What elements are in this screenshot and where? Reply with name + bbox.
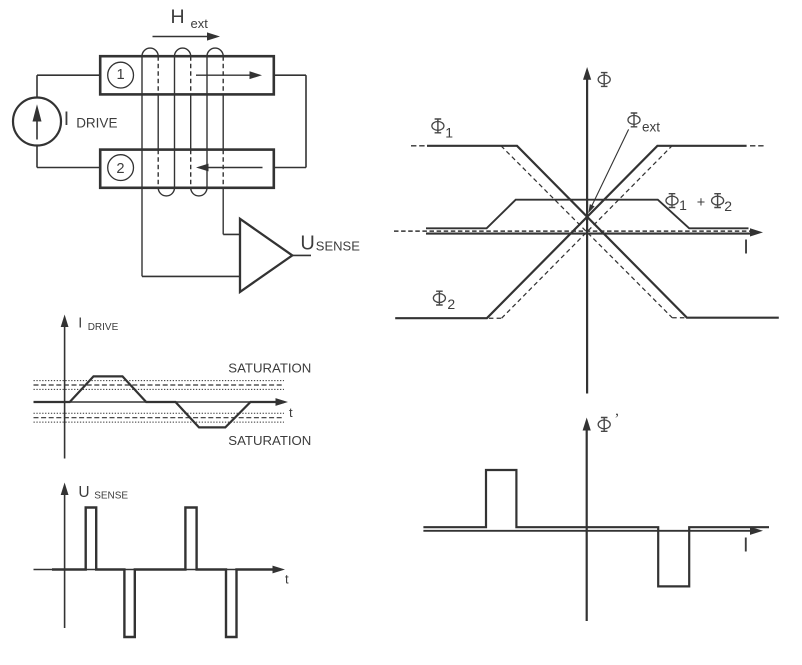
svg-text:SATURATION: SATURATION — [228, 433, 311, 448]
svg-text:U: U — [78, 484, 89, 501]
svg-text:1: 1 — [445, 124, 453, 140]
svg-text:+: + — [697, 195, 705, 211]
svg-text:SATURATION: SATURATION — [228, 361, 311, 376]
svg-text:I: I — [743, 237, 749, 259]
svg-text:t: t — [289, 405, 293, 420]
svg-text:I: I — [64, 108, 69, 130]
svg-text:2: 2 — [116, 161, 124, 177]
svg-text:SENSE: SENSE — [94, 490, 128, 501]
svg-text:DRIVE: DRIVE — [76, 116, 117, 131]
svg-text:DRIVE: DRIVE — [88, 322, 119, 333]
svg-text:t: t — [285, 572, 289, 587]
svg-text:SENSE: SENSE — [316, 239, 360, 254]
svg-text:2: 2 — [447, 296, 455, 312]
svg-text:H: H — [171, 6, 185, 28]
svg-text:’: ’ — [614, 411, 619, 428]
svg-text:1: 1 — [117, 67, 125, 83]
svg-text:ext: ext — [191, 16, 209, 31]
svg-text:2: 2 — [724, 198, 732, 214]
svg-text:I: I — [78, 316, 82, 332]
svg-text:ext: ext — [642, 119, 660, 134]
svg-text:U: U — [300, 233, 314, 255]
svg-text:1: 1 — [679, 197, 687, 213]
svg-text:I: I — [743, 534, 749, 556]
